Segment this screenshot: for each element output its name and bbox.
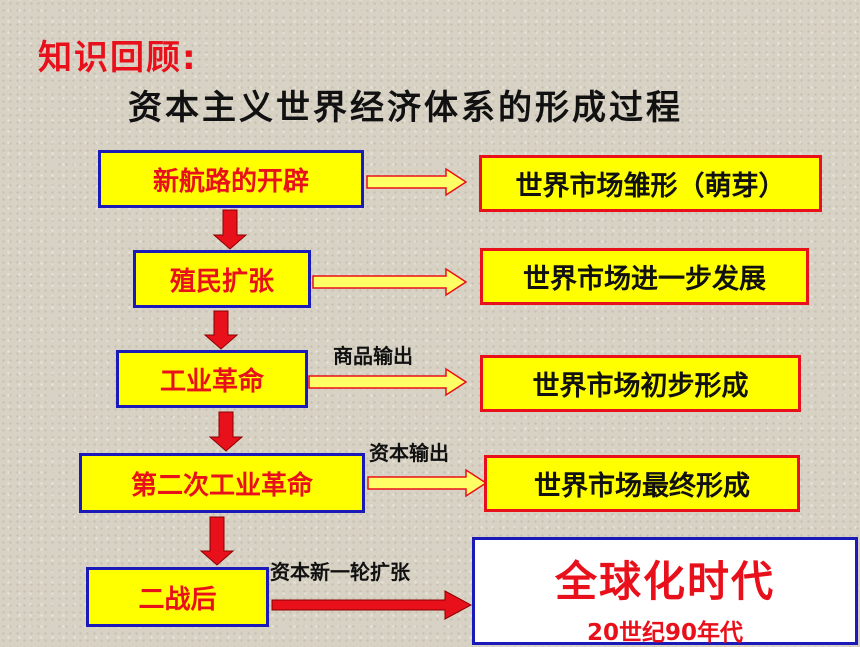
stage-post-ww2: 二战后 bbox=[86, 567, 269, 627]
result-market-final: 世界市场最终形成 bbox=[484, 455, 800, 512]
final-title: 全球化时代 bbox=[554, 557, 775, 606]
result-market-initial: 世界市场初步形成 bbox=[480, 355, 801, 412]
label-capital-export: 资本输出 bbox=[369, 441, 449, 465]
right-arrow-final bbox=[271, 590, 473, 620]
stage-colonial-expansion: 殖民扩张 bbox=[133, 250, 311, 308]
down-arrow-1 bbox=[212, 209, 248, 250]
heading: 知识回顾: bbox=[38, 38, 198, 78]
down-arrow-3 bbox=[208, 411, 244, 452]
final-subtitle: 20世纪90年代 bbox=[586, 620, 743, 646]
right-arrow-3 bbox=[308, 367, 468, 397]
result-market-embryo: 世界市场雏形（萌芽） bbox=[479, 155, 822, 212]
right-arrow-1 bbox=[366, 167, 468, 197]
down-arrow-2 bbox=[203, 310, 239, 350]
label-commodity-export: 商品输出 bbox=[333, 344, 413, 368]
stage-new-sea-route: 新航路的开辟 bbox=[98, 150, 364, 208]
diagram-title: 资本主义世界经济体系的形成过程 bbox=[128, 88, 683, 128]
result-market-development: 世界市场进一步发展 bbox=[480, 248, 809, 305]
final-globalization-box: 全球化时代 20世纪90年代 bbox=[472, 537, 858, 646]
stage-industrial-revolution: 工业革命 bbox=[116, 350, 308, 408]
down-arrow-4 bbox=[199, 516, 235, 566]
right-arrow-4 bbox=[367, 468, 488, 498]
right-arrow-2 bbox=[312, 267, 468, 297]
stage-second-industrial-revolution: 第二次工业革命 bbox=[79, 453, 365, 513]
label-capital-expansion: 资本新一轮扩张 bbox=[270, 560, 410, 584]
